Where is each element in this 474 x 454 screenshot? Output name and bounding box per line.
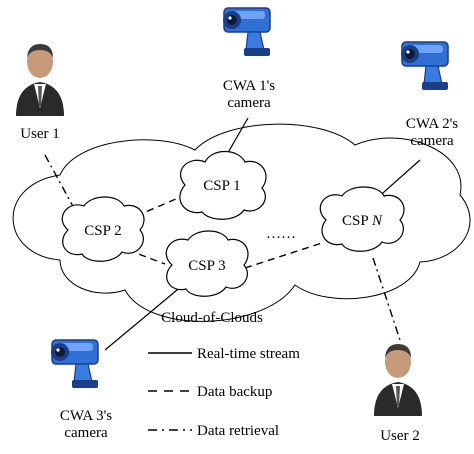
legend-backup-label: Data backup (197, 384, 272, 400)
cloud-of-clouds-shape (12, 123, 471, 322)
person-icon (374, 344, 422, 416)
csp1-label: CSP 1 (203, 178, 240, 194)
csp3-label: CSP 3 (188, 258, 225, 274)
cam1-label-line1: CWA 1's (223, 78, 275, 94)
camera-icon (222, 7, 271, 57)
stream-cam3-csp3 (104, 284, 184, 351)
backup-csp3-cspN (244, 242, 323, 269)
csp2-cloud: CSP 2 (61, 196, 145, 262)
csp3-cloud: CSP 3 (165, 230, 249, 297)
cam3-label-line2: camera (64, 425, 108, 441)
ellipsis: …… (266, 226, 296, 242)
cam1-label-line2: camera (227, 95, 271, 111)
csp2-label: CSP 2 (84, 223, 121, 239)
cam3-label-line1: CWA 3's (60, 408, 112, 424)
cam2-label-line1: CWA 2's (406, 116, 458, 132)
cloud-of-clouds-label: Cloud-of-Clouds (161, 310, 263, 326)
legend: Real-time stream Data backup Data retrie… (148, 346, 300, 439)
camera-icon (50, 339, 99, 389)
cspN-label: CSP N (342, 213, 383, 229)
legend-realtime-label: Real-time stream (197, 346, 300, 362)
retrieval-user1-csp2 (44, 154, 76, 211)
retrieval-cspN-user2 (372, 257, 401, 341)
user1-label: User 1 (20, 126, 60, 142)
cspN-cloud: CSP N (319, 186, 405, 252)
csp1-cloud: CSP 1 (179, 150, 267, 220)
person-icon (16, 44, 64, 116)
legend-retrieval-label: Data retrieval (197, 423, 279, 439)
backup-csp2-csp1 (135, 195, 184, 217)
camera-icon (400, 41, 449, 91)
cam2-label-line2: camera (410, 133, 454, 149)
user2-label: User 2 (380, 428, 420, 444)
